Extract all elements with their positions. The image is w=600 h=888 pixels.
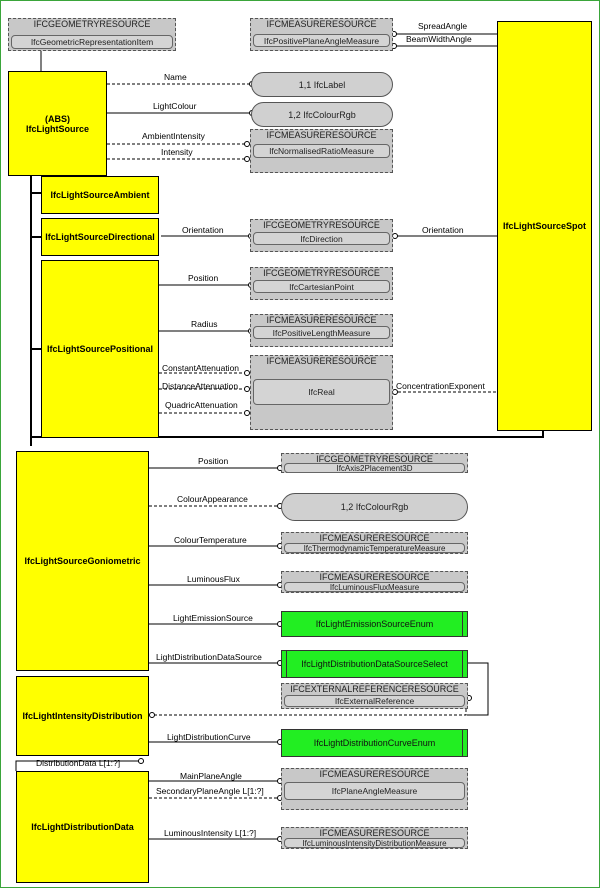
entity-name: IfcLightSourceAmbient (50, 190, 150, 200)
rel-label-quadric-attenuation: QuadricAttenuation (165, 400, 238, 410)
rel-label-main-plane-angle: MainPlaneAngle (180, 771, 242, 781)
schema-name: IFCMEASURERESOURCE (266, 356, 377, 366)
schema-name: IFCMEASURERESOURCE (319, 769, 430, 779)
enum-name: IfcLightDistributionCurveEnum (313, 738, 436, 748)
entity-name: IfcLightSourceGoniometric (24, 556, 141, 566)
entity-ifc-light-distribution-data[interactable]: IfcLightDistributionData (16, 771, 149, 883)
rel-label-constant-attenuation: ConstantAttenuation (162, 363, 240, 373)
rel-label-concentration-exponent: ConcentrationExponent (396, 381, 485, 391)
rel-label-orientation: Orientation (182, 225, 224, 235)
rel-label-spread-angle: SpreadAngle (418, 21, 468, 31)
type-name: IfcLuminousFluxMeasure (284, 582, 465, 592)
resource-positive-length-measure[interactable]: IFCMEASURERESOURCE IfcPositiveLengthMeas… (250, 314, 393, 347)
rel-label-gonio-position: Position (198, 456, 229, 466)
rel-label-orientation-spot: Orientation (422, 225, 464, 235)
type-name: IfcGeometricRepresentationItem (11, 35, 173, 49)
rel-label-colour-appearance: ColourAppearance (177, 494, 248, 504)
rel-label-radius: Radius (191, 319, 218, 329)
entity-name: IfcLightDistributionData (31, 822, 134, 832)
schema-name: IFCMEASURERESOURCE (266, 19, 377, 29)
type-ifc-colour-rgb-goniometric[interactable]: 1,2 IfcColourRgb (281, 493, 468, 521)
rel-label-luminous-intensity: LuminousIntensity L[1:?] (164, 828, 257, 838)
type-ifc-colour-rgb[interactable]: 1,2 IfcColourRgb (251, 102, 393, 127)
entity-ifc-light-source-directional[interactable]: IfcLightSourceDirectional (41, 218, 159, 256)
select-marker (286, 651, 287, 677)
schema-name: IFCMEASURERESOURCE (266, 315, 377, 325)
select-marker (462, 651, 463, 677)
type-name: IfcPositiveLengthMeasure (253, 326, 390, 339)
rel-label-light-distribution-curve: LightDistributionCurve (167, 732, 251, 742)
schema-name: IFCGEOMETRYRESOURCE (263, 220, 380, 230)
entity-name: IfcLightIntensityDistribution (22, 711, 143, 721)
resource-external-reference[interactable]: IFCEXTERNALREFERENCERESOURCE IfcExternal… (281, 683, 468, 709)
schema-name: IFCMEASURERESOURCE (319, 533, 430, 543)
resource-luminous-intensity-distribution-measure[interactable]: IFCMEASURERESOURCE IfcLuminousIntensityD… (281, 827, 468, 849)
entity-ifc-light-intensity-distribution[interactable]: IfcLightIntensityDistribution (16, 676, 149, 756)
type-name: IfcPositivePlaneAngleMeasure (253, 34, 390, 47)
entity-name: IfcLightSource (25, 123, 89, 134)
select-name: IfcLightDistributionDataSourceSelect (301, 659, 448, 669)
select-light-distribution-data-source[interactable]: IfcLightDistributionDataSourceSelect (281, 650, 468, 678)
rel-label-luminous-flux: LuminousFlux (187, 574, 240, 584)
schema-name: IFCGEOMETRYRESOURCE (316, 454, 433, 464)
type-name: IfcPlaneAngleMeasure (284, 782, 465, 800)
resource-axis2-placement-3d[interactable]: IFCGEOMETRYRESOURCE IfcAxis2Placement3D (281, 453, 468, 473)
rel-label-light-emission-source: LightEmissionSource (173, 613, 253, 623)
resource-positive-plane-angle-measure[interactable]: IFCMEASURERESOURCE IfcPositivePlaneAngle… (250, 18, 393, 51)
entity-name: IfcLightSourceSpot (503, 221, 586, 231)
entity-ifc-light-source-goniometric[interactable]: IfcLightSourceGoniometric (16, 451, 149, 671)
schema-name: IFCMEASURERESOURCE (319, 572, 430, 582)
entity-ifc-light-source-positional[interactable]: IfcLightSourcePositional (41, 260, 159, 438)
type-name: IfcDirection (253, 232, 390, 245)
rel-label-colour-temperature: ColourTemperature (174, 535, 247, 545)
abstract-marker: (ABS) (44, 113, 70, 124)
resource-real[interactable]: IFCMEASURERESOURCE IfcReal (250, 355, 393, 430)
enum-name: IfcLightEmissionSourceEnum (315, 619, 434, 629)
type-name: IfcThermodynamicTemperatureMeasure (284, 543, 465, 553)
schema-name: IFCGEOMETRYRESOURCE (33, 19, 151, 29)
rel-label-distance-attenuation: DistanceAttenuation (162, 381, 239, 391)
enum-light-emission-source[interactable]: IfcLightEmissionSourceEnum (281, 611, 468, 637)
type-name: IfcCartesianPoint (253, 280, 390, 293)
rel-label-name: Name (164, 72, 187, 82)
resource-thermodynamic-temperature-measure[interactable]: IFCMEASURERESOURCE IfcThermodynamicTempe… (281, 532, 468, 554)
enum-marker (462, 730, 463, 756)
rel-label-ambient-intensity: AmbientIntensity (142, 131, 205, 141)
entity-name: IfcLightSourcePositional (46, 344, 153, 354)
rel-label-secondary-plane-angle: SecondaryPlaneAngle L[1:?] (156, 786, 264, 796)
type-ifc-label[interactable]: 1,1 IfcLabel (251, 72, 393, 97)
rel-label-intensity: Intensity (161, 147, 193, 157)
resource-luminous-flux-measure[interactable]: IFCMEASURERESOURCE IfcLuminousFluxMeasur… (281, 571, 468, 593)
type-name: IfcLuminousIntensityDistributionMeasure (284, 838, 465, 848)
schema-name: IFCGEOMETRYRESOURCE (263, 268, 380, 278)
entity-name: IfcLightSourceDirectional (45, 232, 155, 242)
rel-label-light-distribution-data-source: LightDistributionDataSource (156, 652, 262, 662)
rel-label-beam-width-angle: BeamWidthAngle (406, 34, 472, 44)
subtype-branch (31, 192, 41, 350)
enum-light-distribution-curve[interactable]: IfcLightDistributionCurveEnum (281, 729, 468, 757)
rel-label-distribution-data: DistributionData L[1:?] (36, 758, 121, 768)
type-name: IfcExternalReference (284, 695, 465, 707)
enum-marker (462, 612, 463, 636)
subtype-branch-spot (31, 431, 544, 438)
rel-label-position: Position (188, 273, 219, 283)
resource-normalised-ratio-measure[interactable]: IFCMEASURERESOURCE IfcNormalisedRatioMea… (250, 129, 393, 173)
schema-name: IFCEXTERNALREFERENCERESOURCE (290, 684, 459, 694)
schema-name: IFCMEASURERESOURCE (319, 828, 430, 838)
schema-name: IFCMEASURERESOURCE (266, 130, 377, 140)
resource-cartesian-point[interactable]: IFCGEOMETRYRESOURCE IfcCartesianPoint (250, 267, 393, 300)
entity-ifc-light-source-spot[interactable]: IfcLightSourceSpot (497, 21, 592, 431)
rel-label-light-colour: LightColour (153, 101, 197, 111)
resource-geometric-representation-item[interactable]: IFCGEOMETRYRESOURCE IfcGeometricRepresen… (8, 18, 176, 51)
entity-ifc-light-source-ambient[interactable]: IfcLightSourceAmbient (41, 176, 159, 214)
entity-ifc-light-source[interactable]: (ABS) IfcLightSource (8, 71, 107, 176)
type-name: IfcReal (253, 379, 390, 405)
type-name: IfcNormalisedRatioMeasure (253, 144, 390, 158)
resource-plane-angle-measure[interactable]: IFCMEASURERESOURCE IfcPlaneAngleMeasure (281, 768, 468, 810)
resource-direction[interactable]: IFCGEOMETRYRESOURCE IfcDirection (250, 219, 393, 252)
type-name: IfcAxis2Placement3D (284, 463, 465, 473)
